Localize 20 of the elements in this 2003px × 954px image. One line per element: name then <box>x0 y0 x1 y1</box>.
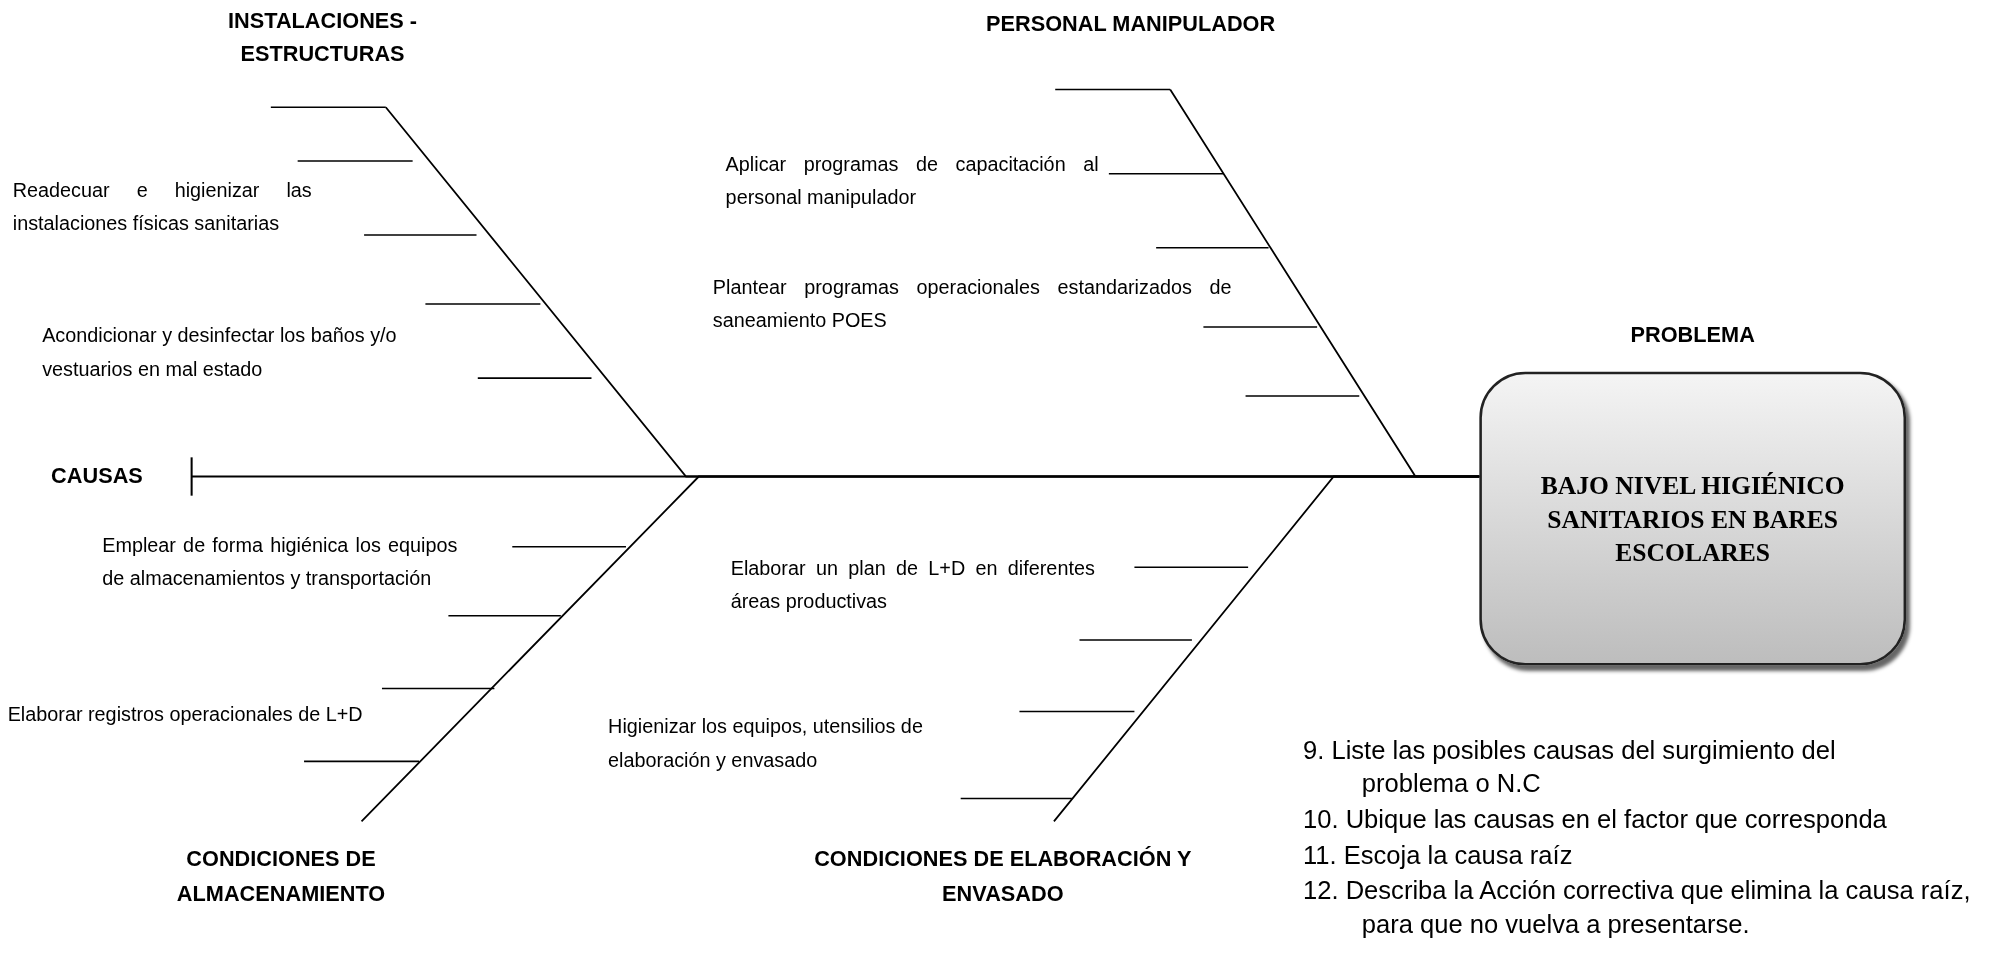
cause-text: Acondicionar y desinfectar los baños y/o vestuarios en mal estado <box>42 323 398 382</box>
cause-text: Plantear programas operacionales estandarizados de saneamiento POES <box>712 274 1232 334</box>
category-heading: CONDICIONES DE ELABORACIÓN Y ENVASADO <box>789 821 1217 911</box>
problem-box: BAJO NIVEL HIGIÉNICO SANITARIOS EN BARES ESCOLARES <box>1479 371 1907 666</box>
list-item: 9. Liste las posibles causas del surgimiento del problema o N.C <box>1303 734 1837 800</box>
cause-text: Elaborar un plan de L+D en diferentes áreas productivas <box>730 556 1095 615</box>
cause-text: Elaborar registros operacionales de L+D <box>7 701 364 727</box>
heading: PROBLEMA <box>1629 322 1756 350</box>
cause-text: Aplicar programas de capacitación al personal manipulador <box>725 152 1099 211</box>
cause-text: Emplear de forma higiénica los equipos de almacenamientos y transportación <box>102 533 458 592</box>
bone-line <box>1053 475 1481 823</box>
category-heading: PERSONAL MANIPULADOR <box>945 7 1316 90</box>
category-heading: CAUSAS <box>51 459 192 494</box>
category-heading: INSTALACIONES - ESTRUCTURAS <box>191 5 454 108</box>
category-heading: CONDICIONES DE ALMACENAMIENTO <box>140 821 422 911</box>
list-item: 10. Ubique las causas en el factor que corresponda <box>1303 803 1888 835</box>
cause-text: Readecuar e higienizar las instalaciones físicas sanitarias <box>12 177 312 237</box>
list-item: 12. Describa la Acción correctiva que elimina la causa raíz, para que no vuelva a presentarse. <box>1303 875 1972 940</box>
cause-text: Higienizar los equipos, utensilios de elaboración y envasado <box>608 714 924 773</box>
list-item: 11. Escoja la causa raíz <box>1303 839 1574 871</box>
